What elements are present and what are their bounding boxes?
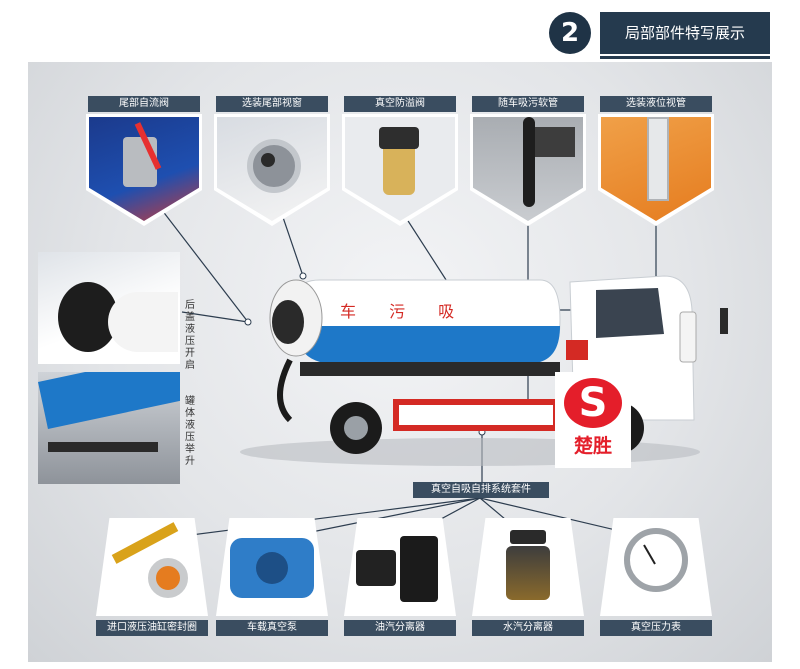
water-gas-separator-icon <box>510 530 546 544</box>
feature-label: 尾部自流阀 <box>88 96 200 112</box>
bottom-feature-label: 真空压力表 <box>600 620 712 636</box>
rear-cover-hydraulic-icon <box>38 252 180 364</box>
vacuum-pressure-gauge-icon <box>624 528 688 592</box>
bottom-feature-card <box>216 518 328 616</box>
bottom-feature-label: 进口液压油缸密封圈 <box>96 620 208 636</box>
section-title: 局部部件特写展示 <box>600 12 770 54</box>
tank-lower-blue <box>300 326 560 362</box>
rear-wheel-hub <box>344 416 368 440</box>
connector-line <box>400 209 451 287</box>
connector-line <box>151 497 481 541</box>
oil-gas-separator-icon <box>356 550 396 586</box>
feature-label: 随车吸污软管 <box>472 96 584 112</box>
connector-dot <box>299 272 307 280</box>
side-mirror <box>720 308 728 334</box>
bottom-feature-card <box>600 518 712 616</box>
bottom-feature-card <box>472 518 584 616</box>
feature-label: 选装液位视管 <box>600 96 712 112</box>
system-kit-label: 真空自吸自排系统套件 <box>413 482 549 498</box>
brand-logo: S 楚胜 <box>555 372 631 468</box>
brand-logo-letter: S <box>578 380 608 426</box>
cab-emblem <box>566 340 588 360</box>
bottom-feature-label: 车载真空泵 <box>216 620 328 636</box>
brand-logo-circle <box>564 378 622 428</box>
header-underline <box>600 56 770 59</box>
chassis-frame <box>300 362 560 376</box>
cab-front <box>679 311 697 363</box>
connector-dot <box>244 318 252 326</box>
brand-name: 楚胜 <box>573 435 612 457</box>
feature-label: 真空防溢阀 <box>344 96 456 112</box>
bottom-feature-card <box>96 518 208 616</box>
bottom-feature-card <box>344 518 456 616</box>
side-feature-label: 罐体液压举升 <box>185 396 195 467</box>
bottom-feature-label: 水汽分离器 <box>472 620 584 636</box>
bottom-feature-label: 油汽分离器 <box>344 620 456 636</box>
cab-window <box>596 288 664 338</box>
rear-hose <box>277 358 293 423</box>
red-side-guard <box>393 399 559 431</box>
side-feature-label: 后盖液压开启 <box>185 300 195 371</box>
section-number-badge: 2 <box>549 12 591 54</box>
rear-cover-seal <box>272 300 304 344</box>
feature-label: 选装尾部视窗 <box>216 96 328 112</box>
tank-hydraulic-lift-icon <box>38 372 180 484</box>
connector-line <box>181 311 249 323</box>
tank-lettering: 车 污 吸 <box>340 302 469 321</box>
